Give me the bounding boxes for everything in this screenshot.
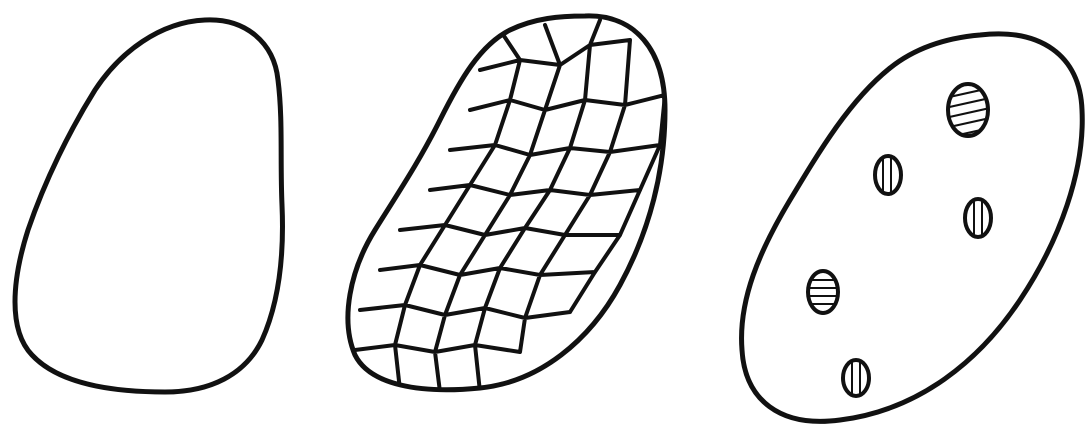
granule-3: [965, 198, 991, 238]
panel-3-granule-body: [742, 34, 1083, 421]
granule-1: [945, 84, 990, 138]
granule-5: [843, 360, 869, 396]
panel-3-outline: [742, 34, 1083, 421]
panel-1-empty-body: [15, 20, 282, 392]
panel-2-cell-network: [355, 20, 665, 392]
panel-1-outline: [15, 20, 282, 392]
granule-2: [875, 155, 901, 195]
panel-2-cellular-body: [348, 16, 665, 392]
granule-4: [805, 271, 841, 313]
